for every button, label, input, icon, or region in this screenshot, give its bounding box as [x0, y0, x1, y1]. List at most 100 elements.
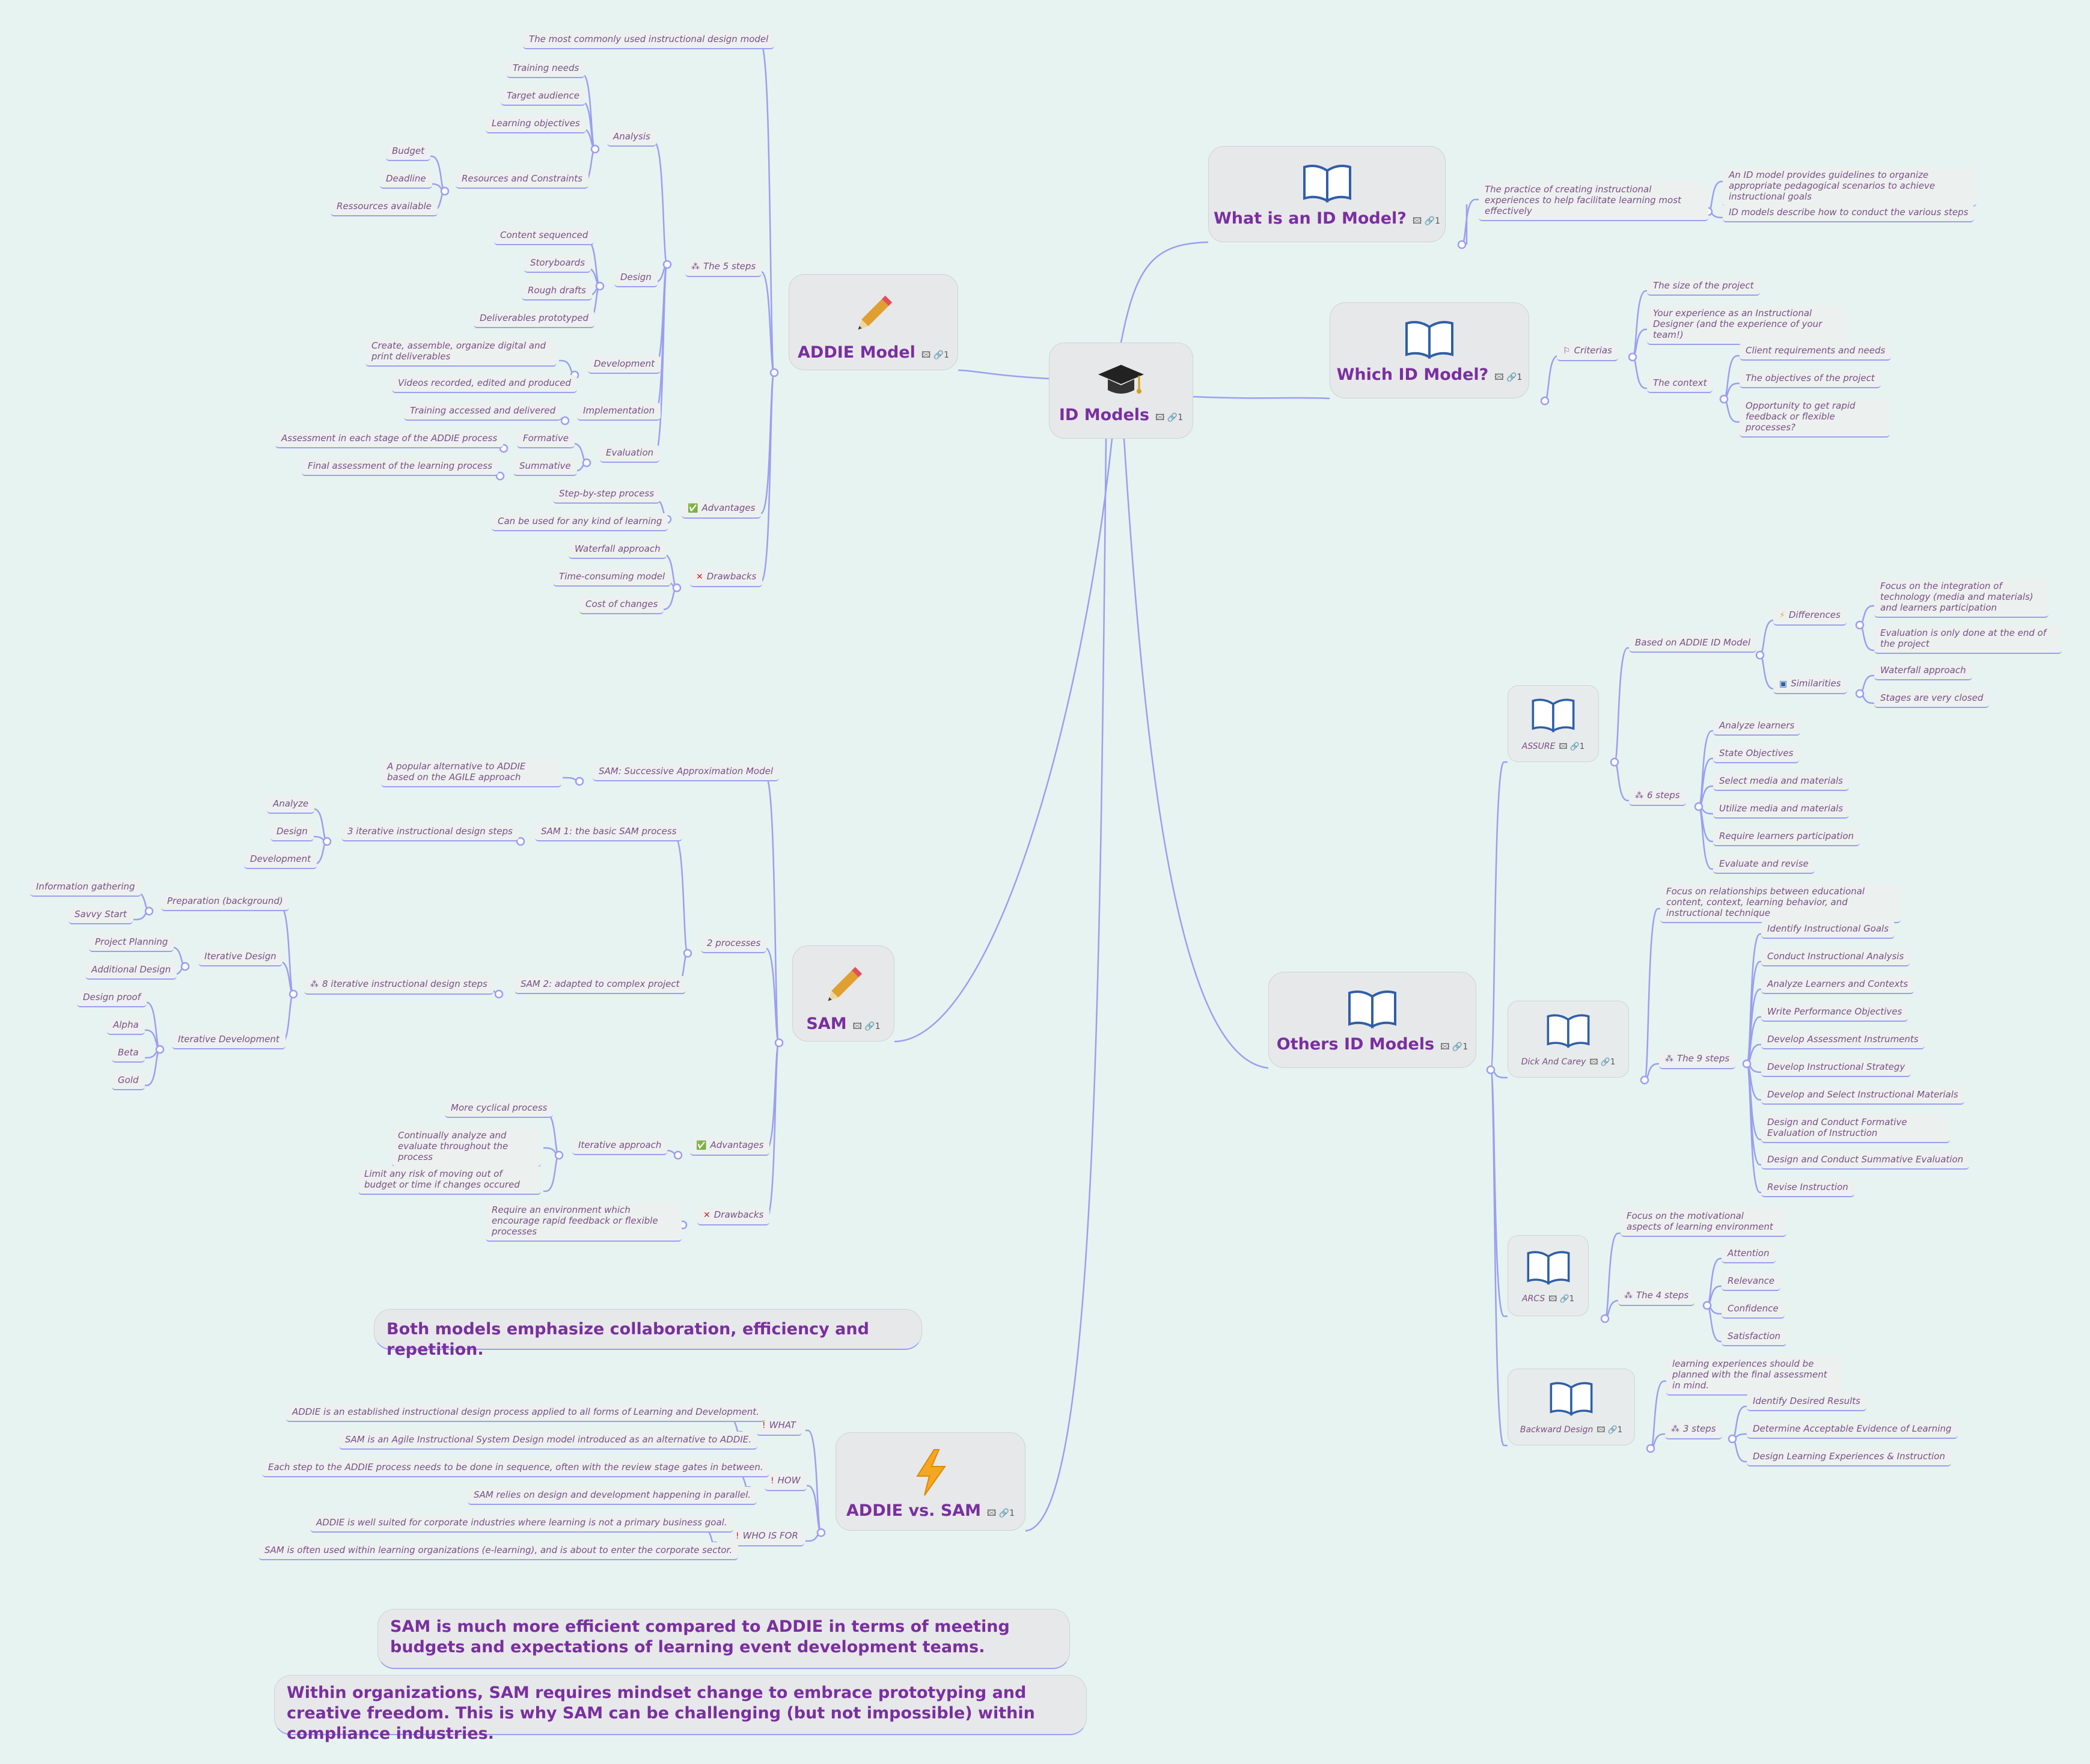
dick-step-4: Write Performance Objectives — [1761, 1004, 1908, 1022]
assure-similarities: ▣Similarities — [1773, 676, 1847, 694]
sam-iterative-development: Iterative Development — [172, 1031, 286, 1049]
addie-advantages-label: ✅Advantages — [682, 500, 762, 519]
attachment-icon: 🖾 🔗1 — [1440, 1042, 1468, 1052]
sam-processes: 2 processes — [701, 935, 767, 953]
steps-icon: ⁂ — [310, 980, 319, 989]
others-title: Others ID Models — [1276, 1035, 1435, 1054]
attachment-icon: 🖾 🔗1 — [1155, 413, 1184, 423]
which-title: Which ID Model? — [1336, 365, 1489, 384]
exclamation-icon: ! — [771, 1476, 774, 1486]
addie-model-topic[interactable]: ADDIE Model 🖾 🔗1 — [789, 274, 958, 370]
dick-step-8: Design and Conduct Formative Evaluation … — [1761, 1114, 1950, 1143]
pencil-icon — [858, 295, 893, 330]
vs-title: ADDIE vs. SAM — [846, 1501, 982, 1520]
book-icon — [1348, 990, 1396, 1029]
vs-how-2: SAM relies on design and development hap… — [468, 1487, 757, 1505]
vs-who-1: ADDIE is well suited for corporate indus… — [310, 1515, 733, 1533]
dick-step-10: Revise Instruction — [1761, 1179, 1854, 1197]
note-sam-mindset[interactable]: Within organizations, SAM requires minds… — [274, 1675, 1087, 1743]
assure-step-2: State Objectives — [1713, 745, 1800, 763]
steps-icon: ⁂ — [1635, 791, 1643, 801]
what-is-title: What is an ID Model? — [1214, 209, 1407, 228]
what-is-topic[interactable]: What is an ID Model? 🖾 🔗1 — [1208, 146, 1446, 242]
vs-what-2: SAM is an Agile Instructional System Des… — [339, 1432, 758, 1450]
resources-constraints: Resources and Constraints — [456, 171, 588, 189]
sam1-development: Development — [244, 851, 317, 869]
steps-icon: ⁂ — [1671, 1424, 1679, 1434]
which-objectives: The objectives of the project — [1740, 370, 1881, 388]
sam-iterative-design: Iterative Design — [198, 948, 283, 966]
assure-sim-1: Waterfall approach — [1874, 662, 1972, 680]
budget: Budget — [386, 143, 430, 161]
sam-info-gathering: Information gathering — [30, 879, 141, 897]
backward-design-topic[interactable]: Backward Design🖾 🔗1 — [1508, 1369, 1635, 1445]
learning-objectives: Learning objectives — [486, 115, 586, 133]
dick-steps: ⁂The 9 steps — [1659, 1051, 1736, 1069]
steps-icon: ⁂ — [691, 262, 700, 272]
assure-topic[interactable]: ASSURE🖾 🔗1 — [1508, 685, 1599, 762]
lightning-small-icon: ⚡ — [1779, 611, 1785, 620]
sam-project-planning: Project Planning — [89, 934, 174, 952]
addie-adv-2: Can be used for any kind of learning — [492, 513, 668, 531]
attachment-icon: 🖾 🔗1 — [921, 350, 949, 360]
check-icon: ✅ — [696, 1141, 707, 1150]
development-create: Create, assemble, organize digital and p… — [365, 338, 557, 367]
which-client: Client requirements and needs — [1740, 343, 1892, 361]
attachment-icon: 🖾 🔗1 — [1548, 1295, 1574, 1304]
steps-icon: ⁂ — [1624, 1291, 1633, 1301]
vs-who-label: !WHO IS FOR — [730, 1528, 804, 1546]
dick-step-1: Identify Instructional Goals — [1761, 921, 1895, 939]
summative-label: Summative — [513, 458, 577, 476]
addie-title: ADDIE Model — [798, 343, 915, 362]
design-label: Design — [614, 269, 658, 287]
sam-drawbacks-label: ✕Drawbacks — [697, 1207, 770, 1225]
development-label: Development — [588, 356, 661, 374]
assure-step-3: Select media and materials — [1713, 773, 1849, 791]
sam2-label: SAM 2: adapted to complex project — [515, 976, 686, 994]
cross-icon: ✕ — [703, 1210, 710, 1220]
sam-gold: Gold — [112, 1072, 145, 1090]
rough-drafts: Rough drafts — [522, 282, 592, 301]
arcs-step-1: Attention — [1722, 1245, 1776, 1263]
attachment-icon: 🖾 🔗1 — [1589, 1058, 1616, 1067]
equal-icon: ▣ — [1779, 679, 1788, 689]
resources-available: Ressources available — [331, 198, 438, 216]
dick-step-7: Develop and Select Instructional Materia… — [1761, 1087, 1964, 1105]
sam-topic[interactable]: SAM🖾 🔗1 — [792, 945, 894, 1042]
which-topic[interactable]: Which ID Model?🖾 🔗1 — [1330, 302, 1529, 398]
attachment-icon: 🖾 🔗1 — [1412, 216, 1440, 226]
sam-additional-design: Additional Design — [85, 962, 177, 980]
assure-step-1: Analyze learners — [1713, 718, 1801, 736]
note-sam-efficient[interactable]: SAM is much more efficient compared to A… — [377, 1609, 1070, 1669]
others-topic[interactable]: Others ID Models 🖾 🔗1 — [1268, 972, 1476, 1068]
attachment-icon: 🖾 🔗1 — [1597, 1426, 1623, 1435]
sam-adv-3: Limit any risk of moving out of budget o… — [358, 1166, 541, 1195]
assure-differences: ⚡Differences — [1773, 607, 1847, 626]
arcs-step-4: Satisfaction — [1722, 1328, 1787, 1346]
dick-step-2: Conduct Instructional Analysis — [1761, 948, 1910, 966]
dick-step-3: Analyze Learners and Contexts — [1761, 976, 1914, 994]
deliverables-prototyped: Deliverables prototyped — [474, 310, 595, 328]
pencil-icon — [828, 966, 863, 1001]
sam-beta: Beta — [112, 1045, 145, 1063]
assure-step-4: Utilize media and materials — [1713, 801, 1850, 819]
arcs-steps: ⁂The 4 steps — [1618, 1287, 1695, 1306]
dick-carey-topic[interactable]: Dick And Carey🖾 🔗1 — [1508, 1001, 1629, 1078]
sam-iterative-approach: Iterative approach — [572, 1137, 668, 1155]
addie-vs-sam-topic[interactable]: ADDIE vs. SAM🖾 🔗1 — [836, 1432, 1025, 1531]
arcs-step-3: Confidence — [1722, 1301, 1785, 1319]
exclamation-icon: ! — [762, 1421, 766, 1430]
assure-steps: ⁂6 steps — [1629, 787, 1686, 806]
graduation-cap-icon — [1098, 365, 1144, 394]
central-topic[interactable]: ID Models🖾 🔗1 — [1049, 343, 1193, 439]
dick-step-5: Develop Assessment Instruments — [1761, 1031, 1925, 1049]
dick-step-6: Develop Instructional Strategy — [1761, 1059, 1911, 1077]
assure-diff-1: Focus on the integration of technology (… — [1874, 578, 2049, 618]
vs-how-1: Each step to the ADDIE process needs to … — [262, 1459, 769, 1477]
arcs-topic[interactable]: ARCS🖾 🔗1 — [1508, 1235, 1589, 1316]
deadline: Deadline — [380, 171, 432, 189]
note-both-models[interactable]: Both models emphasize collaboration, eff… — [374, 1309, 922, 1359]
assure-diff-2: Evaluation is only done at the end of th… — [1874, 625, 2062, 654]
book-icon — [1303, 165, 1351, 203]
